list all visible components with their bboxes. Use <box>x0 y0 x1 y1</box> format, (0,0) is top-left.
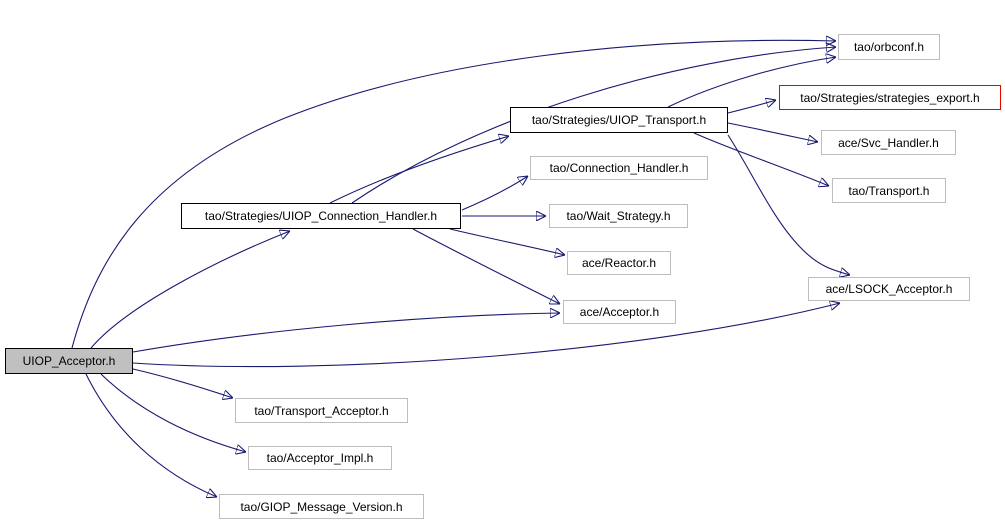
edge-uiop-transport-to-transport <box>693 132 829 186</box>
node-orbconf[interactable]: tao/orbconf.h <box>838 34 940 60</box>
node-transport-acceptor[interactable]: tao/Transport_Acceptor.h <box>235 398 408 423</box>
node-strategies-export[interactable]: tao/Strategies/strategies_export.h <box>779 85 1001 110</box>
node-connection-handler[interactable]: tao/Connection_Handler.h <box>530 156 708 180</box>
edge-uiop-connection-handler-to-orbconf <box>351 47 836 204</box>
edge-uiop-connection-handler-to-reactor <box>449 228 565 255</box>
edge-uiop-acceptor-to-giop-message-version <box>85 373 217 497</box>
edge-uiop-acceptor-to-transport-acceptor <box>132 368 233 398</box>
edge-uiop-transport-to-svc-handler <box>727 122 818 142</box>
node-wait-strategy[interactable]: tao/Wait_Strategy.h <box>549 204 688 228</box>
node-giop-message-version[interactable]: tao/GIOP_Message_Version.h <box>219 494 424 519</box>
node-uiop-acceptor: UIOP_Acceptor.h <box>5 348 133 374</box>
node-reactor[interactable]: ace/Reactor.h <box>567 251 671 275</box>
edge-uiop-acceptor-to-acceptor-impl <box>100 373 246 452</box>
edge-uiop-acceptor-to-uiop-connection-handler <box>90 231 290 349</box>
edge-uiop-connection-handler-to-connection-handler <box>461 176 528 211</box>
edge-uiop-transport-to-lsock-acceptor <box>727 134 850 275</box>
edge-uiop-acceptor-to-orbconf <box>71 40 836 349</box>
node-uiop-connection-handler[interactable]: tao/Strategies/UIOP_Connection_Handler.h <box>181 203 461 229</box>
edge-uiop-acceptor-to-lsock-acceptor <box>132 303 840 368</box>
edge-uiop-connection-handler-to-acceptor <box>412 228 560 304</box>
edge-uiop-transport-to-strategies-export <box>727 100 776 114</box>
node-acceptor[interactable]: ace/Acceptor.h <box>563 300 676 324</box>
node-transport[interactable]: tao/Transport.h <box>832 178 946 203</box>
node-acceptor-impl[interactable]: tao/Acceptor_Impl.h <box>248 446 392 470</box>
edge-uiop-acceptor-to-acceptor <box>132 313 560 353</box>
node-uiop-transport[interactable]: tao/Strategies/UIOP_Transport.h <box>510 107 728 133</box>
edge-uiop-transport-to-orbconf <box>667 57 836 108</box>
edge-uiop-connection-handler-to-uiop-transport <box>329 136 509 204</box>
node-svc-handler[interactable]: ace/Svc_Handler.h <box>821 130 956 155</box>
node-lsock-acceptor[interactable]: ace/LSOCK_Acceptor.h <box>808 277 970 301</box>
